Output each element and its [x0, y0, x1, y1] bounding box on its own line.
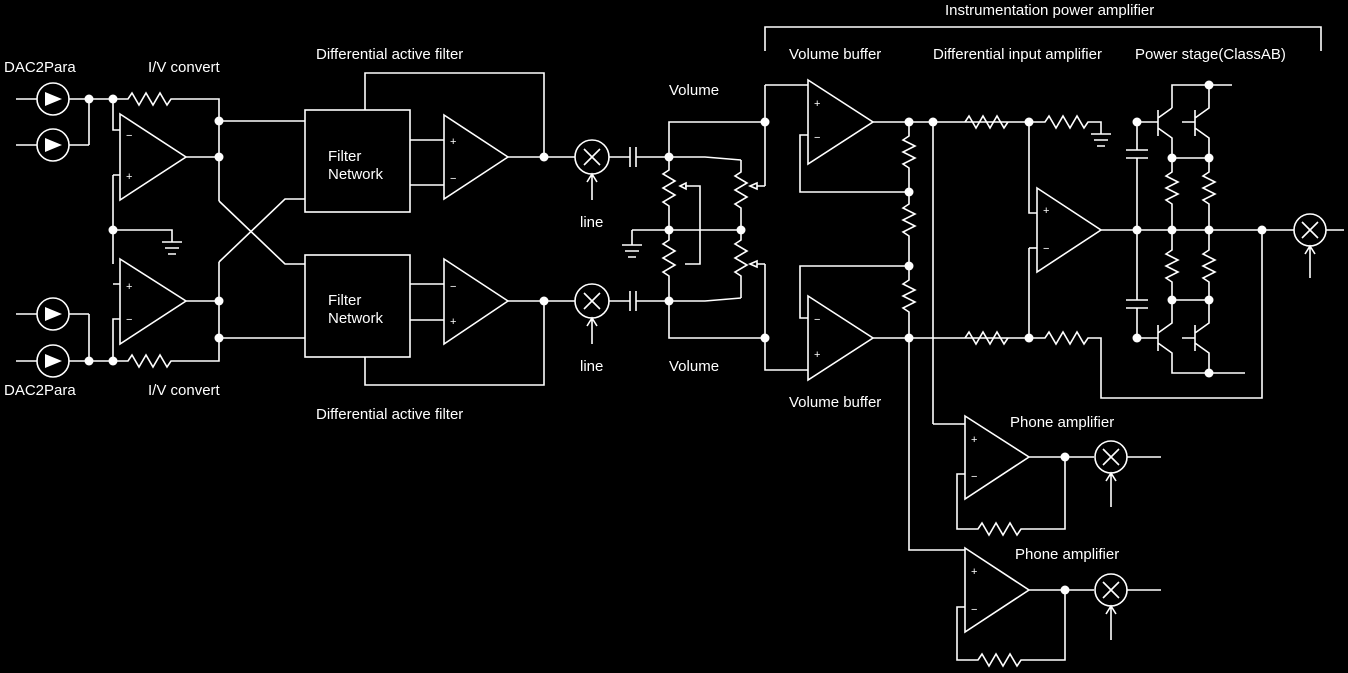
iv-top-label: I/V convert	[148, 59, 221, 76]
filter-network-bottom-l1: Filter	[328, 292, 361, 309]
volume-bottom-label: Volume	[669, 358, 719, 375]
svg-text:+: +	[126, 281, 132, 293]
instrumentation-amp-label: Instrumentation power amplifier	[945, 2, 1154, 19]
diff-filter-top-label: Differential active filter	[316, 46, 463, 63]
ground-iv	[113, 229, 182, 255]
svg-text:+: +	[814, 349, 820, 361]
phone-amp-2: +−	[908, 338, 1161, 668]
filter-network-top	[304, 109, 411, 213]
filter-network-top-l1: Filter	[328, 148, 361, 165]
filter-amp-top: +−	[364, 72, 575, 201]
svg-text:+: +	[814, 98, 820, 110]
iv-converter-top: −+	[89, 91, 305, 264]
iv-converter-bottom: +−	[89, 257, 305, 369]
dac-bottom-label: DAC2Para	[4, 382, 76, 399]
line-switch-bottom	[574, 283, 669, 344]
svg-text:−: −	[814, 132, 820, 144]
line-switch-top	[574, 139, 669, 200]
svg-text:−: −	[450, 173, 456, 185]
dac-top-sources	[16, 82, 90, 162]
svg-text:−: −	[126, 314, 132, 326]
volume-buffer-top-label: Volume buffer	[789, 46, 881, 63]
svg-text:−: −	[450, 281, 456, 293]
junction-dots	[84, 80, 1267, 595]
instrumentation-bracket	[764, 26, 1322, 51]
dac-bottom-sources	[16, 297, 90, 378]
volume-buffer-bottom-label: Volume buffer	[789, 394, 881, 411]
filter-network-top-l2: Network	[328, 166, 384, 183]
phone-amp-1-label: Phone amplifier	[1010, 414, 1114, 431]
svg-text:+: +	[971, 566, 977, 578]
diff-input-amp-label: Differential input amplifier	[933, 46, 1102, 63]
svg-text:−: −	[1043, 243, 1049, 255]
svg-text:+: +	[1043, 205, 1049, 217]
volume-buffer-bottom: −+	[764, 264, 1025, 382]
cross-wiring	[218, 198, 305, 265]
line-bottom-label: line	[580, 358, 603, 375]
volume-top-label: Volume	[669, 82, 719, 99]
svg-text:−: −	[971, 604, 977, 616]
phone-amp-2-label: Phone amplifier	[1015, 546, 1119, 563]
filter-amp-bottom: −+	[364, 257, 575, 386]
svg-text:+: +	[450, 316, 456, 328]
power-stage-label: Power stage(ClassAB)	[1135, 46, 1286, 63]
volume-buffer-top: +−	[764, 78, 1025, 193]
line-top-label: line	[580, 214, 603, 231]
diff-input-amp: +−	[932, 114, 1263, 424]
resistor-ladder	[901, 122, 917, 338]
filter-network-bottom-l2: Network	[328, 310, 384, 327]
svg-text:+: +	[450, 136, 456, 148]
svg-text:−: −	[126, 130, 132, 142]
speaker-out-switch	[1293, 213, 1344, 278]
iv-bottom-label: I/V convert	[148, 382, 221, 399]
svg-text:+: +	[126, 171, 132, 183]
svg-text:−: −	[814, 314, 820, 326]
diff-filter-bottom-label: Differential active filter	[316, 406, 463, 423]
phone-amp-1: +−	[933, 414, 1161, 537]
dac-top-label: DAC2Para	[4, 59, 76, 76]
svg-text:+: +	[971, 434, 977, 446]
filter-network-bottom	[304, 254, 411, 358]
svg-text:−: −	[971, 471, 977, 483]
